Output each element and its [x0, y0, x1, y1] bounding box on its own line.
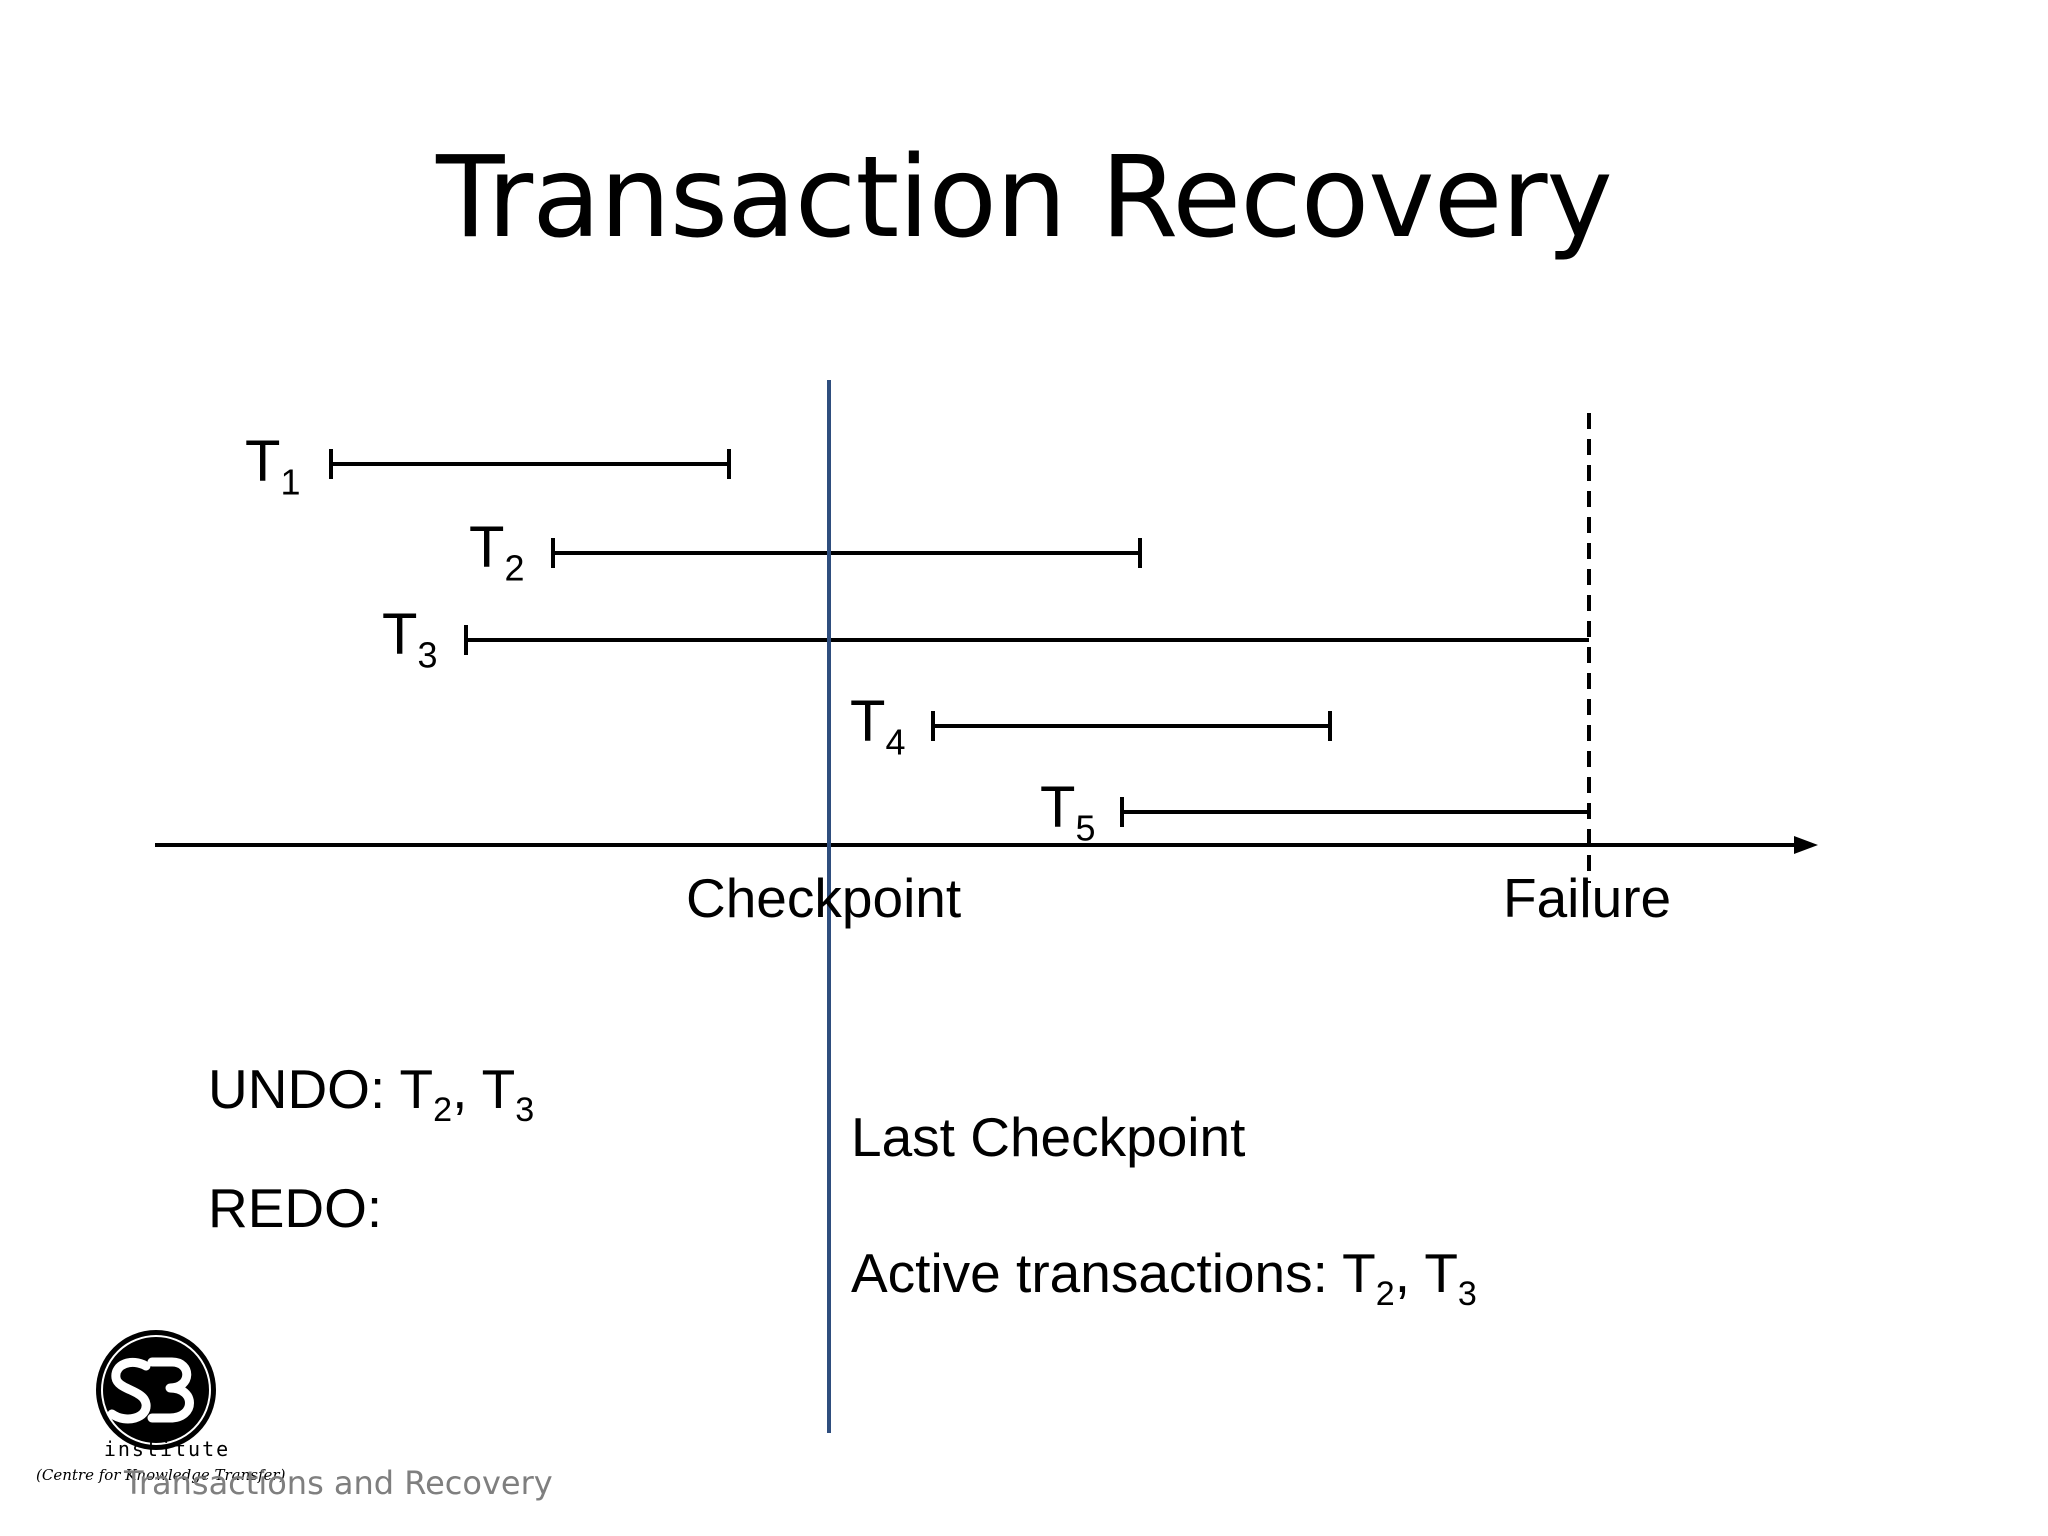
logo-text: institute: [103, 1437, 231, 1461]
transaction-label-t4: T4: [850, 689, 906, 763]
transaction-bar-t5: [1120, 797, 1589, 827]
checkpoint-label: Checkpoint: [686, 867, 962, 929]
logo-tagline: (Centre for Knowledge Transfer): [36, 1466, 286, 1484]
slide-footer: Transactions and Recovery: [124, 1464, 553, 1502]
time-axis-arrowhead: [1794, 836, 1818, 854]
sb-institute-logo: [96, 1330, 216, 1450]
redo-list: REDO:: [208, 1177, 383, 1239]
transaction-bar-t1: [329, 449, 731, 479]
undo-list: UNDO: T2, T3: [208, 1058, 535, 1129]
transaction-bar-t3: [464, 625, 1589, 655]
transaction-label-t1: T1: [245, 429, 301, 503]
slide-title: Transaction Recovery: [436, 133, 1613, 263]
transaction-label-t3: T3: [382, 602, 438, 676]
last-checkpoint-heading: Last Checkpoint: [851, 1106, 1246, 1168]
active-transactions: Active transactions: T2, T3: [851, 1242, 1477, 1313]
transaction-bar-t4: [931, 711, 1332, 741]
transaction-label-t5: T5: [1040, 775, 1096, 849]
failure-label: Failure: [1503, 867, 1672, 929]
transaction-bar-t2: [551, 538, 1142, 568]
transaction-label-t2: T2: [469, 515, 525, 589]
